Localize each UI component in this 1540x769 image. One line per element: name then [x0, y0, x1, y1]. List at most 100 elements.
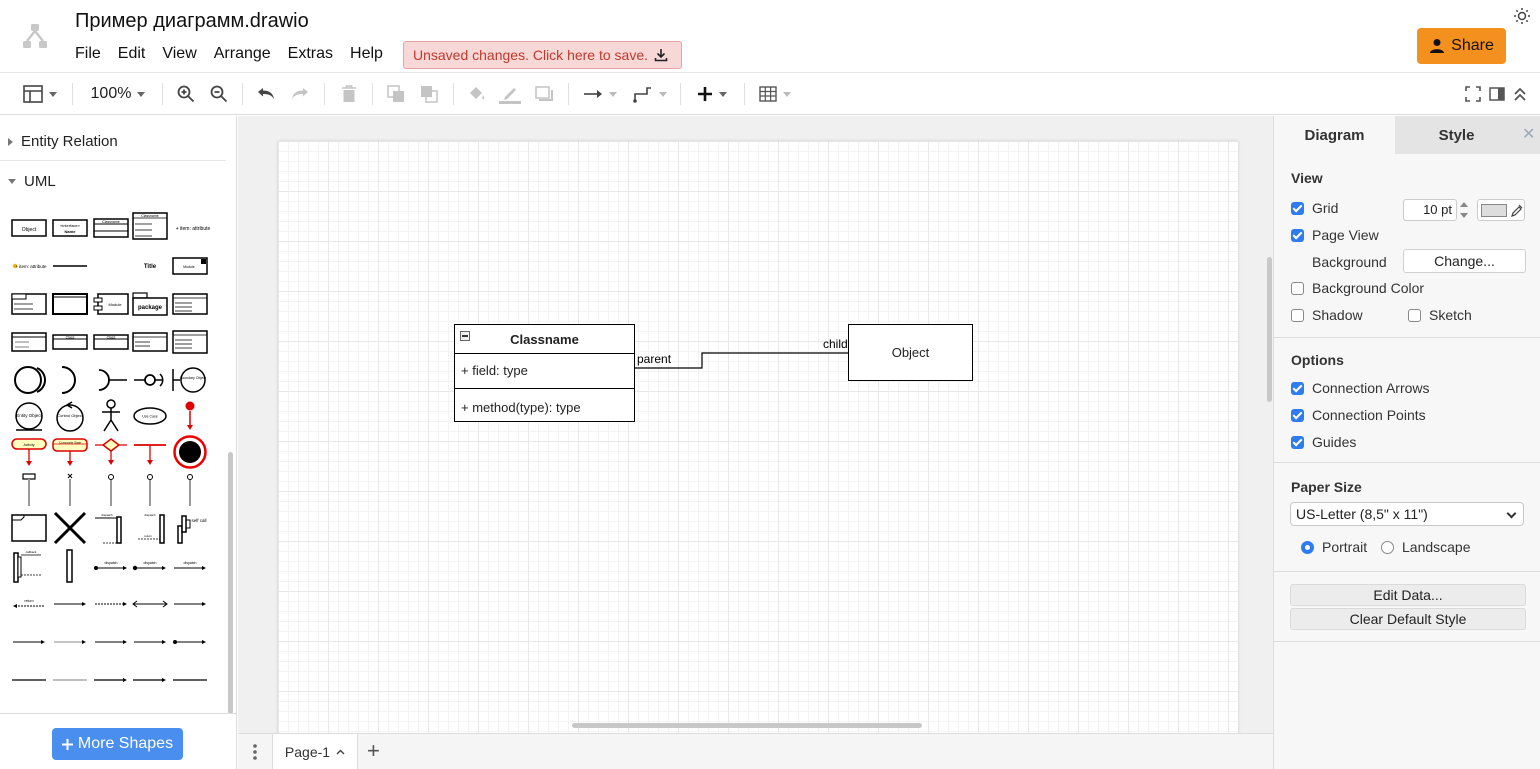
shape-class-medium[interactable]: [131, 324, 169, 360]
shape-directed-association[interactable]: [171, 586, 209, 622]
drawio-logo-icon[interactable]: [20, 21, 50, 51]
add-page-button[interactable]: +: [367, 738, 380, 763]
paper-size-select[interactable]: US-Letter (8,5" x 11"): [1290, 502, 1524, 526]
shape-destroy-x[interactable]: [51, 510, 89, 546]
shape-link-2[interactable]: [51, 662, 89, 698]
menu-file[interactable]: File: [75, 45, 101, 62]
edge-label-child[interactable]: child: [823, 337, 848, 351]
tab-style[interactable]: Style: [1395, 116, 1518, 154]
change-background-button[interactable]: Change...: [1403, 249, 1526, 273]
shape-lollipop[interactable]: [131, 362, 169, 398]
shape-composite-state-red[interactable]: Composite State: [51, 434, 89, 470]
shape-item-attribute[interactable]: + item: attribute: [171, 210, 215, 246]
page-view-option[interactable]: Page View: [1291, 227, 1379, 243]
shape-lifeline-circle[interactable]: [92, 472, 130, 508]
shadow-checkbox[interactable]: [1291, 308, 1304, 322]
redo-button[interactable]: [288, 81, 312, 107]
sketch-checkbox[interactable]: [1408, 308, 1421, 322]
shape-fork-red[interactable]: [131, 434, 169, 470]
landscape-radio[interactable]: [1381, 540, 1394, 554]
shape-title[interactable]: Title: [131, 248, 169, 284]
shape-link-3[interactable]: [92, 662, 130, 698]
shape-control[interactable]: Control Object: [51, 398, 89, 434]
shadow-button[interactable]: [532, 81, 556, 107]
portrait-option[interactable]: Portrait: [1301, 539, 1367, 555]
shape-link-1[interactable]: [10, 662, 48, 698]
line-color-button[interactable]: [498, 81, 522, 107]
to-back-button[interactable]: [417, 81, 441, 107]
zoom-in-button[interactable]: [174, 81, 198, 107]
connection-arrows-option[interactable]: Connection Arrows: [1291, 380, 1430, 396]
shape-package[interactable]: package: [131, 286, 169, 322]
grid-size-stepper[interactable]: [1458, 198, 1470, 222]
shape-separator[interactable]: [51, 248, 89, 284]
page-menu-icon[interactable]: [251, 743, 259, 761]
shape-class-small-2[interactable]: Class: [92, 324, 130, 360]
format-panel-toggle[interactable]: [20, 81, 60, 107]
menu-extras[interactable]: Extras: [287, 45, 334, 62]
shape-class-list[interactable]: Classname: [131, 208, 169, 244]
grid-option[interactable]: Grid: [1291, 200, 1338, 216]
shape-class[interactable]: Classname: [92, 210, 130, 246]
zoom-dropdown[interactable]: 100%: [86, 81, 150, 107]
shape-activation-dispatch[interactable]: dispatch: [92, 510, 130, 546]
connection-points-option[interactable]: Connection Points: [1291, 407, 1426, 423]
shape-link-5[interactable]: [171, 662, 209, 698]
shape-boundary[interactable]: Boundary Object: [171, 362, 209, 398]
shape-required-interface[interactable]: [51, 362, 89, 398]
more-shapes-button[interactable]: More Shapes: [52, 728, 183, 760]
class-method[interactable]: + method(type): type: [461, 400, 581, 415]
sketch-option[interactable]: Sketch: [1408, 307, 1472, 323]
shape-activation-bar[interactable]: [51, 548, 89, 584]
table-dropdown[interactable]: [756, 81, 794, 107]
library-uml[interactable]: UML: [0, 162, 226, 200]
library-entity-relation[interactable]: Entity Relation: [0, 123, 226, 161]
shape-callback[interactable]: callback: [10, 548, 48, 584]
shape-initial-state-red[interactable]: [171, 398, 209, 434]
fill-color-button[interactable]: [465, 81, 489, 107]
menu-edit[interactable]: Edit: [117, 45, 146, 62]
shadow-option[interactable]: Shadow: [1291, 307, 1363, 323]
insert-dropdown[interactable]: [692, 81, 732, 107]
tab-page-1[interactable]: Page-1: [272, 734, 358, 769]
shape-final-state-red[interactable]: [171, 434, 209, 470]
menu-help[interactable]: Help: [350, 45, 383, 62]
shape-class-attrs[interactable]: [171, 286, 209, 322]
shape-module[interactable]: Module: [92, 286, 130, 322]
edge-label-parent[interactable]: parent: [637, 352, 672, 366]
theme-toggle-icon[interactable]: [1513, 7, 1531, 25]
tab-diagram[interactable]: Diagram: [1274, 116, 1395, 154]
shape-message-dispatch-3[interactable]: dispatch: [171, 548, 209, 584]
landscape-option[interactable]: Landscape: [1381, 539, 1471, 555]
guides-option[interactable]: Guides: [1291, 434, 1356, 450]
shape-activity-red[interactable]: Activity: [10, 434, 48, 470]
portrait-radio[interactable]: [1301, 540, 1314, 554]
chevron-up-icon[interactable]: [336, 749, 345, 755]
class-field[interactable]: + field: type: [461, 363, 528, 378]
shape-class-large[interactable]: [171, 324, 209, 360]
close-icon[interactable]: ✕: [1522, 126, 1536, 143]
to-front-button[interactable]: [384, 81, 408, 107]
shape-frame-2[interactable]: [10, 510, 48, 546]
connection-arrows-checkbox[interactable]: [1291, 381, 1304, 395]
guides-checkbox[interactable]: [1291, 435, 1304, 449]
grid-color-picker[interactable]: [1477, 199, 1525, 221]
shape-association[interactable]: [131, 586, 169, 622]
object-shape[interactable]: Object: [848, 324, 973, 381]
shape-object[interactable]: Object: [10, 210, 48, 246]
shape-class-variant[interactable]: [10, 286, 48, 322]
shape-lifeline-circle-3[interactable]: [171, 472, 209, 508]
sidebar-scrollbar[interactable]: [228, 452, 233, 714]
collapse-icon[interactable]: [460, 331, 470, 341]
uml-class-shape[interactable]: Classname + field: type + method(type): …: [454, 324, 635, 422]
delete-button[interactable]: [337, 81, 361, 107]
shape-use-case[interactable]: Use Case: [131, 398, 169, 434]
unsaved-changes-button[interactable]: Unsaved changes. Click here to save.: [403, 41, 682, 69]
shape-relation-1[interactable]: [10, 624, 48, 660]
undo-button[interactable]: [254, 81, 278, 107]
share-button[interactable]: Share: [1417, 28, 1506, 64]
zoom-out-button[interactable]: [207, 81, 231, 107]
shape-relation-3[interactable]: [92, 624, 130, 660]
diagram-page[interactable]: parent child Classname + field: type + m…: [278, 141, 1238, 733]
shape-message-dispatch[interactable]: dispatch: [92, 548, 130, 584]
